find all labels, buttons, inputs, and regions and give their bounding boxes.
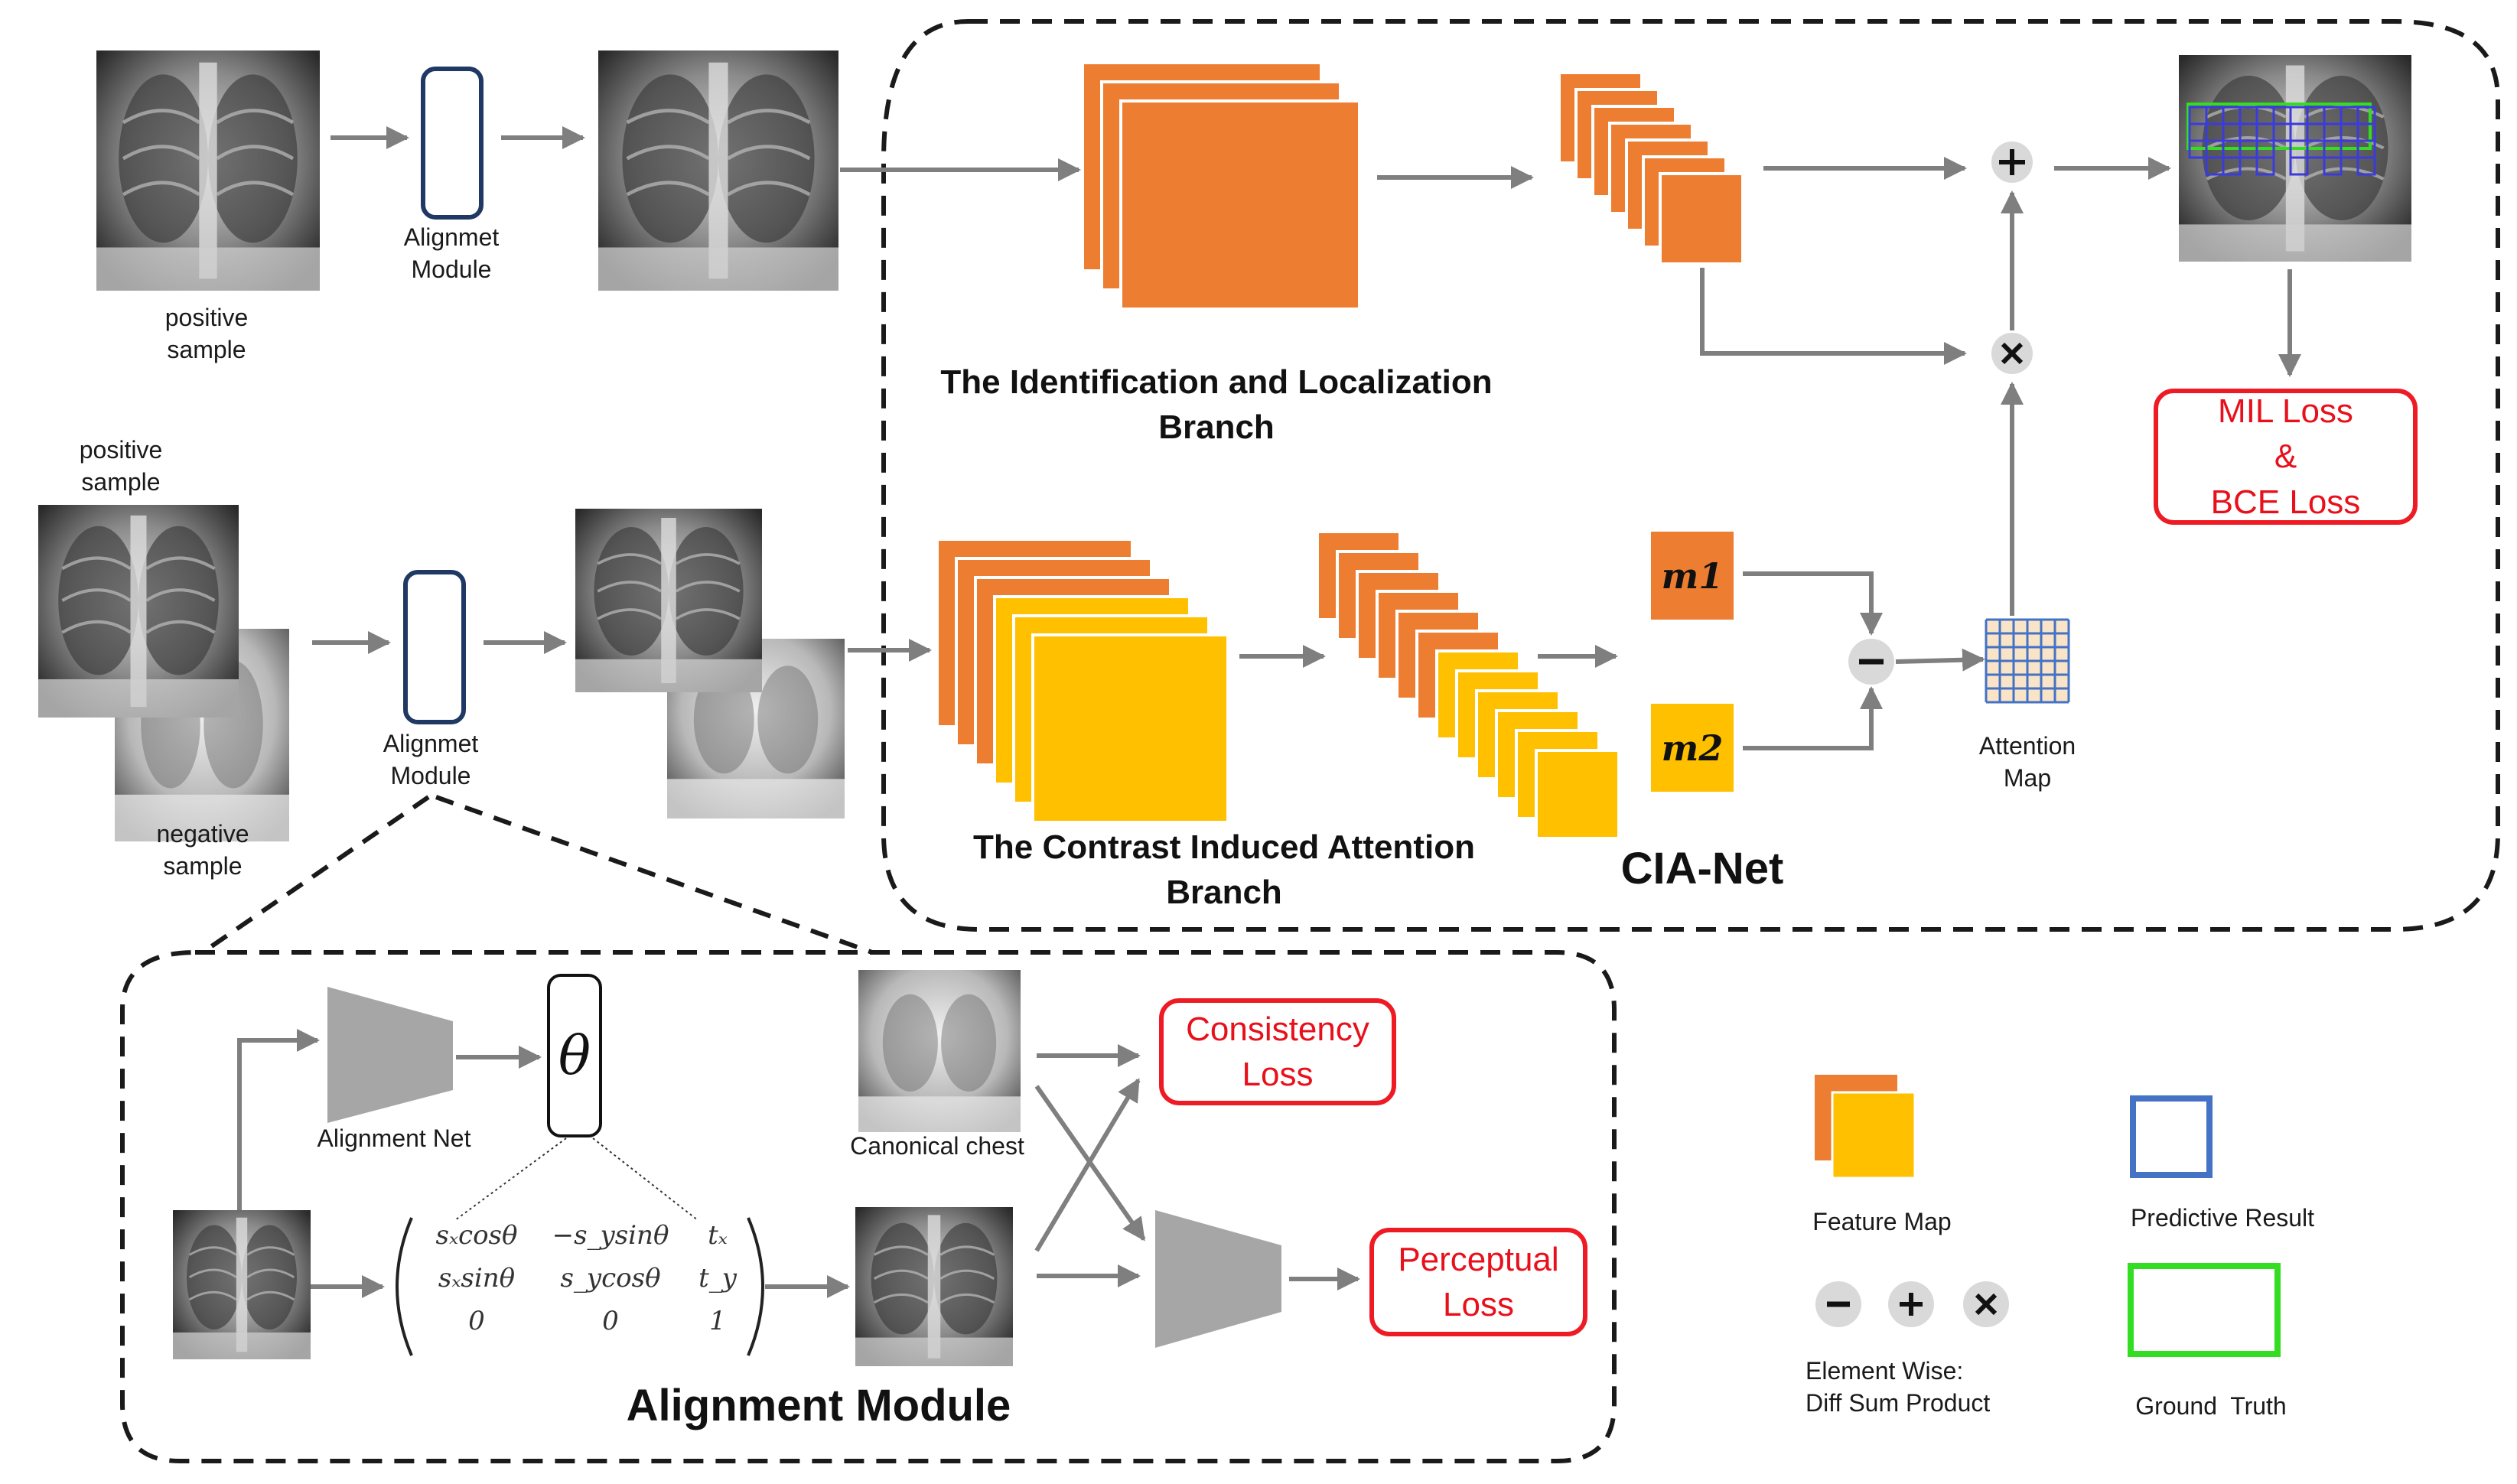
- xray-aligned-positive: [574, 507, 764, 694]
- positive-sample-label-top: positive sample: [164, 304, 249, 363]
- perceptual-loss-line1: Perceptual: [1398, 1240, 1559, 1278]
- xray-warped-output: [854, 1206, 1014, 1368]
- attention-map-grid: [1985, 618, 2070, 704]
- consistency-loss-box: Consistency Loss: [1159, 998, 1396, 1105]
- alignment-module-box-top: [421, 67, 484, 220]
- theta-symbol: θ: [558, 1024, 591, 1087]
- legend-predictive-result-label: Predictive Result: [2130, 1204, 2315, 1232]
- feature-maps-contrast-small: [1316, 530, 1620, 840]
- m1-block: [1651, 532, 1734, 620]
- feature-maps-identification-large: [1081, 61, 1361, 311]
- feature-maps-contrast-large: [936, 538, 1229, 824]
- attention-map-label: Attention Map: [1978, 732, 2076, 792]
- legend-diff-icon: [1815, 1281, 1861, 1327]
- alignment-module-container: [120, 950, 1617, 1463]
- legend-sum-icon: [1888, 1281, 1934, 1327]
- alignment-module-label-top: Alignmet Module: [403, 223, 500, 283]
- mil-bce-loss-box: MIL Loss & BCE Loss: [2154, 389, 2418, 525]
- consistency-loss-line2: Loss: [1242, 1056, 1314, 1093]
- legend-product-icon: [1963, 1281, 2009, 1327]
- matrix-cell: 0: [602, 1306, 619, 1336]
- theta-box: [547, 974, 602, 1137]
- feature-maps-identification-small: [1558, 71, 1744, 265]
- canonical-chest-label: Canonical chest: [850, 1132, 1024, 1160]
- xray-aligned-top: [598, 50, 838, 291]
- positive-sample-label-bottom: positive sample: [79, 436, 163, 496]
- legend-element-wise-label: Element Wise: Diff Sum Product: [1806, 1357, 1991, 1417]
- matrix-cell: t_y: [698, 1263, 737, 1294]
- bce-loss-text: BCE Loss: [2210, 483, 2361, 521]
- transform-matrix: sₓcosθ −s_ysinθ tₓ sₓsinθ s_ycosθ t_y 0 …: [419, 1220, 748, 1349]
- cia-net-title: CIA-Net: [1620, 844, 1784, 893]
- loss-ampersand: &: [2274, 438, 2297, 476]
- branch-contrast-label: The Contrast Induced Attention Branch: [973, 828, 1475, 912]
- matrix-cell: sₓsinθ: [438, 1263, 516, 1294]
- legend-ground-truth-label: Ground Truth: [2135, 1392, 2287, 1420]
- xray-positive-bottom: [38, 505, 239, 718]
- m1-label: m1: [1661, 555, 1724, 597]
- xray-positive-top: [96, 50, 320, 291]
- diff-operator: [1848, 639, 1894, 685]
- matrix-cell: s_ycosθ: [560, 1263, 661, 1294]
- m2-label: m2: [1661, 727, 1724, 769]
- xray-input-alignment: [171, 1209, 312, 1361]
- alignment-module-box-bottom: [403, 570, 466, 724]
- legend-feature-map-label: Feature Map: [1812, 1208, 1952, 1235]
- zoom-line-right: [435, 795, 874, 955]
- product-operator: [1991, 333, 2033, 374]
- perceptual-loss-line2: Loss: [1443, 1286, 1514, 1323]
- matrix-cell: tₓ: [708, 1220, 728, 1251]
- matrix-cell: sₓcosθ: [435, 1220, 518, 1251]
- sum-operator: [1991, 142, 2033, 183]
- perceptual-loss-box: Perceptual Loss: [1369, 1228, 1587, 1336]
- mil-loss-text: MIL Loss: [2218, 392, 2353, 430]
- negative-sample-label: negative sample: [156, 820, 249, 880]
- perceptual-net-trapezoid: [1155, 1210, 1281, 1348]
- matrix-left-paren: [396, 1217, 413, 1356]
- matrix-cell: 0: [468, 1306, 485, 1336]
- alignment-module-title: Alignment Module: [626, 1381, 1011, 1430]
- matrix-cell: −s_ysinθ: [552, 1220, 669, 1251]
- alignment-module-label-bottom: Alignmet Module: [383, 730, 479, 789]
- legend-predictive-result-icon: [2130, 1095, 2213, 1178]
- matrix-right-paren: [747, 1217, 764, 1356]
- zoom-line-left: [201, 795, 430, 955]
- m2-block: [1651, 704, 1734, 792]
- legend-ground-truth-icon: [2128, 1263, 2281, 1357]
- matrix-cell: 1: [709, 1306, 726, 1336]
- branch-identification-label: The Identification and Localization Bran…: [940, 363, 1493, 447]
- predictive-result-image: [2179, 55, 2411, 262]
- legend-feature-map-icon: [1815, 1075, 1916, 1180]
- alignment-net-trapezoid: [327, 987, 453, 1123]
- cia-net-container: [881, 19, 2500, 932]
- xray-canonical-chest: [858, 970, 1021, 1132]
- alignment-net-label: Alignment Net: [317, 1124, 471, 1152]
- consistency-loss-line1: Consistency: [1186, 1010, 1369, 1048]
